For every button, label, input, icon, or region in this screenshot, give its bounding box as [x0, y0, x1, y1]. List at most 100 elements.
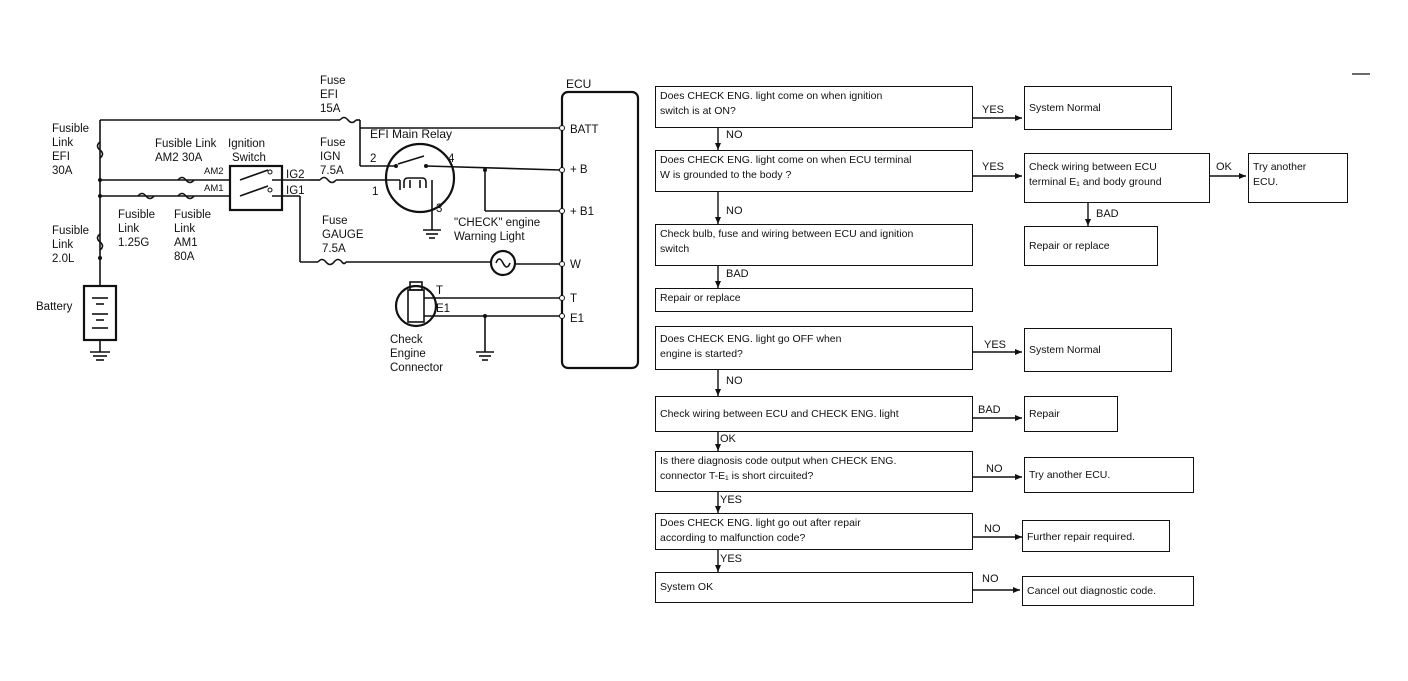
ecu-terminal-e1: E1 [570, 313, 584, 325]
flow-q2-bad-label: BAD [1096, 208, 1119, 220]
ignition-switch-contacts [239, 169, 310, 197]
flow-q2-no-label: NO [726, 205, 743, 217]
flow-q1-box: Does CHECK ENG. light come on when ignit… [655, 86, 973, 128]
flowchart-arrowheads [715, 115, 1246, 593]
relay-pin-3: 3 [436, 203, 442, 215]
flow-q1-no-label: NO [726, 129, 743, 141]
ig2-label: IG2 [286, 169, 305, 181]
fuse-gauge-label-2: GAUGE [322, 229, 364, 241]
flow-q8-no-box: Cancel out diagnostic code. [1022, 576, 1194, 606]
flow-q3-box: Check bulb, fuse and wiring between ECU … [655, 224, 973, 266]
flow-q1-yes-box: System Normal [1024, 86, 1172, 130]
flow-q4-no-label: NO [726, 375, 743, 387]
fuse-ign-label-1: Fuse [320, 137, 346, 149]
fusible-efi-label-4: 30A [52, 165, 73, 177]
flow-q3-bad-box: Repair or replace [655, 288, 973, 312]
check-connector-label-2: Engine [390, 348, 426, 360]
flow-q7-box: Does CHECK ENG. light go out after repai… [655, 513, 973, 550]
flow-q4-yes-box: System Normal [1024, 328, 1172, 372]
fuse-efi-label-1: Fuse [320, 75, 346, 87]
flow-q6-no-label: NO [986, 463, 1003, 475]
fusible-am1-label-3: AM1 [174, 237, 198, 249]
fusible-am2-symbol [177, 176, 195, 184]
flow-q1-yes-label: YES [982, 104, 1005, 116]
check-light-label-2: Warning Light [454, 231, 525, 243]
flow-q6-no-box: Try another ECU. [1024, 457, 1194, 493]
am1-label: AM1 [204, 183, 224, 194]
fusible-am1-symbol [177, 192, 195, 200]
flow-q4-box: Does CHECK ENG. light go OFF when engine… [655, 326, 973, 370]
fusible-am1-label-1: Fusible [174, 209, 211, 221]
fuse-ign-label-2: IGN [320, 151, 340, 163]
flow-q7-no-label: NO [984, 523, 1001, 535]
flow-q7-yes-label: YES [720, 553, 743, 565]
relay-pin-4: 4 [448, 153, 455, 165]
am2-label: AM2 [204, 166, 224, 177]
flow-q7-no-box: Further repair required. [1022, 520, 1170, 552]
ecu-terminal-t: T [570, 293, 577, 305]
fuse-efi-label-3: 15A [320, 103, 341, 115]
ignition-switch-box [228, 164, 284, 212]
ecu-terminal-batt: BATT [570, 124, 599, 136]
flow-q2-ok-box: Try another ECU. [1248, 153, 1348, 203]
flow-q2-box: Does CHECK ENG. light come on when ECU t… [655, 150, 973, 192]
check-light-label-1: "CHECK" engine [454, 217, 540, 229]
fusible-am2-label-1: Fusible Link [155, 138, 217, 150]
fusible-125g-label-3: 1.25G [118, 237, 149, 249]
connector-e1-label: E1 [436, 303, 450, 315]
flow-q4-yes-label: YES [984, 339, 1007, 351]
check-connector-circle [394, 284, 438, 328]
fusible-am1-label-4: 80A [174, 251, 195, 263]
plus-b1-wire [483, 168, 560, 212]
ignition-switch-label-1: Ignition [228, 138, 265, 150]
fusible-20l-node [98, 256, 102, 260]
fusible-125g-label-2: Link [118, 223, 139, 235]
flow-q5-bad-box: Repair [1024, 396, 1118, 432]
relay-pin-2: 2 [370, 153, 376, 165]
flow-q6-yes-label: YES [720, 494, 743, 506]
fusible-am1-label-2: Link [174, 223, 195, 235]
fuse-gauge-label-3: 7.5A [322, 243, 346, 255]
fusible-20l-label-1: Fusible [52, 225, 89, 237]
fusible-20l-label-2: Link [52, 239, 73, 251]
efi-main-relay-label: EFI Main Relay [370, 127, 452, 141]
flow-q8-box: System OK [655, 572, 973, 603]
flow-q2-bad-box: Repair or replace [1024, 226, 1158, 266]
battery-box [82, 284, 118, 342]
flow-q6-box: Is there diagnosis code output when CHEC… [655, 451, 973, 492]
fusible-20l-label-3: 2.0L [52, 253, 75, 265]
check-connector-internals [407, 281, 560, 361]
check-connector-label-1: Check [390, 334, 423, 346]
battery-cells [90, 297, 110, 361]
check-warning-light-symbol [489, 249, 517, 277]
fusible-20l-symbol [96, 233, 104, 251]
fusible-125g-symbol [137, 192, 155, 200]
fusible-125g-label-1: Fusible [118, 209, 155, 221]
flow-q5-box: Check wiring between ECU and CHECK ENG. … [655, 396, 973, 432]
fusible-efi-label-1: Fusible [52, 123, 89, 135]
fuse-gauge-symbol [317, 258, 347, 266]
fusible-link-efi-symbol [96, 141, 104, 159]
relay-pin-1: 1 [372, 186, 378, 198]
flow-q3-bad-label: BAD [726, 268, 749, 280]
ecu-terminal-w: W [570, 259, 581, 271]
connector-t-label: T [436, 285, 443, 297]
fuse-efi-symbol [339, 116, 357, 124]
efi-main-relay-internals [359, 128, 561, 239]
ig1-label: IG1 [286, 185, 305, 197]
flow-q8-no-label: NO [982, 573, 999, 585]
fusible-efi-label-2: Link [52, 137, 73, 149]
am-lines [98, 178, 230, 198]
gauge-wire [299, 196, 560, 265]
battery-label: Battery [36, 301, 73, 313]
warning-light-filament [495, 258, 511, 268]
fusible-am2-label-2: AM2 30A [155, 152, 203, 164]
efi-main-relay-circle [384, 142, 456, 214]
ecu-box [560, 90, 640, 370]
ecu-terminal-plus-b1: + B1 [570, 206, 594, 218]
flow-q2-yes-label: YES [982, 161, 1005, 173]
fuse-ign-label-3: 7.5A [320, 165, 344, 177]
ecu-terminal-dots [559, 125, 565, 319]
